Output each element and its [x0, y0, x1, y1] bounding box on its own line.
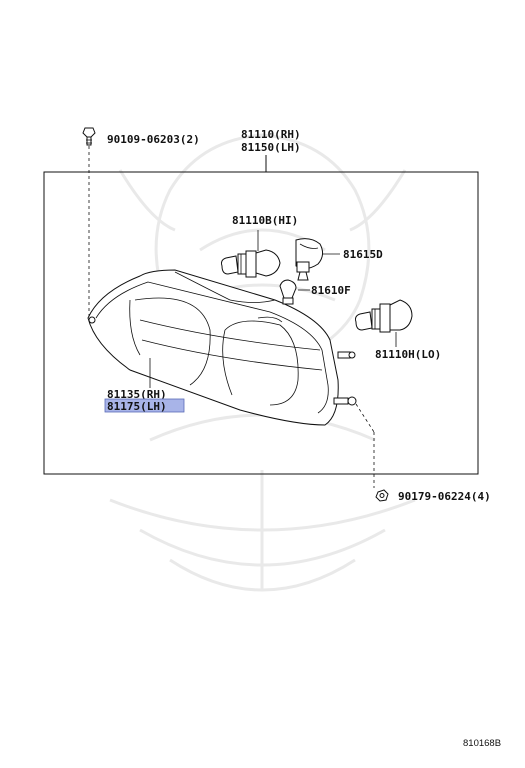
lo-bulb-icon[interactable]: [355, 299, 413, 333]
lens-label-rh[interactable]: 81135(RH): [107, 388, 167, 401]
screw-label[interactable]: 90109-06203(2): [107, 133, 200, 146]
screw-icon[interactable]: [82, 127, 96, 146]
bulb-socket-icon[interactable]: [295, 238, 324, 281]
socket-label[interactable]: 81615D: [343, 248, 383, 261]
assembly-label-lh[interactable]: 81150(LH): [241, 141, 301, 154]
hi-bulb-icon[interactable]: [221, 249, 281, 278]
lo-bulb-label[interactable]: 81110H(LO): [375, 348, 441, 361]
lens-highlight: [104, 398, 185, 413]
nut-dashed-line: [355, 403, 375, 433]
headlamp-housing[interactable]: [87, 269, 339, 426]
mount-pin-icon: [333, 351, 357, 406]
small-bulb-icon[interactable]: [279, 279, 297, 305]
nut-label[interactable]: 90179-06224(4): [398, 490, 491, 503]
small-bulb-label[interactable]: 81610F: [311, 284, 351, 297]
hi-bulb-label[interactable]: 81110B(HI): [232, 214, 298, 227]
figure-code: 810168B: [463, 738, 501, 749]
nut-icon[interactable]: [375, 489, 389, 502]
lens-label-lh[interactable]: 81175(LH): [107, 400, 167, 413]
assembly-frame: [43, 171, 479, 475]
assembly-label-rh[interactable]: 81110(RH): [241, 128, 301, 141]
